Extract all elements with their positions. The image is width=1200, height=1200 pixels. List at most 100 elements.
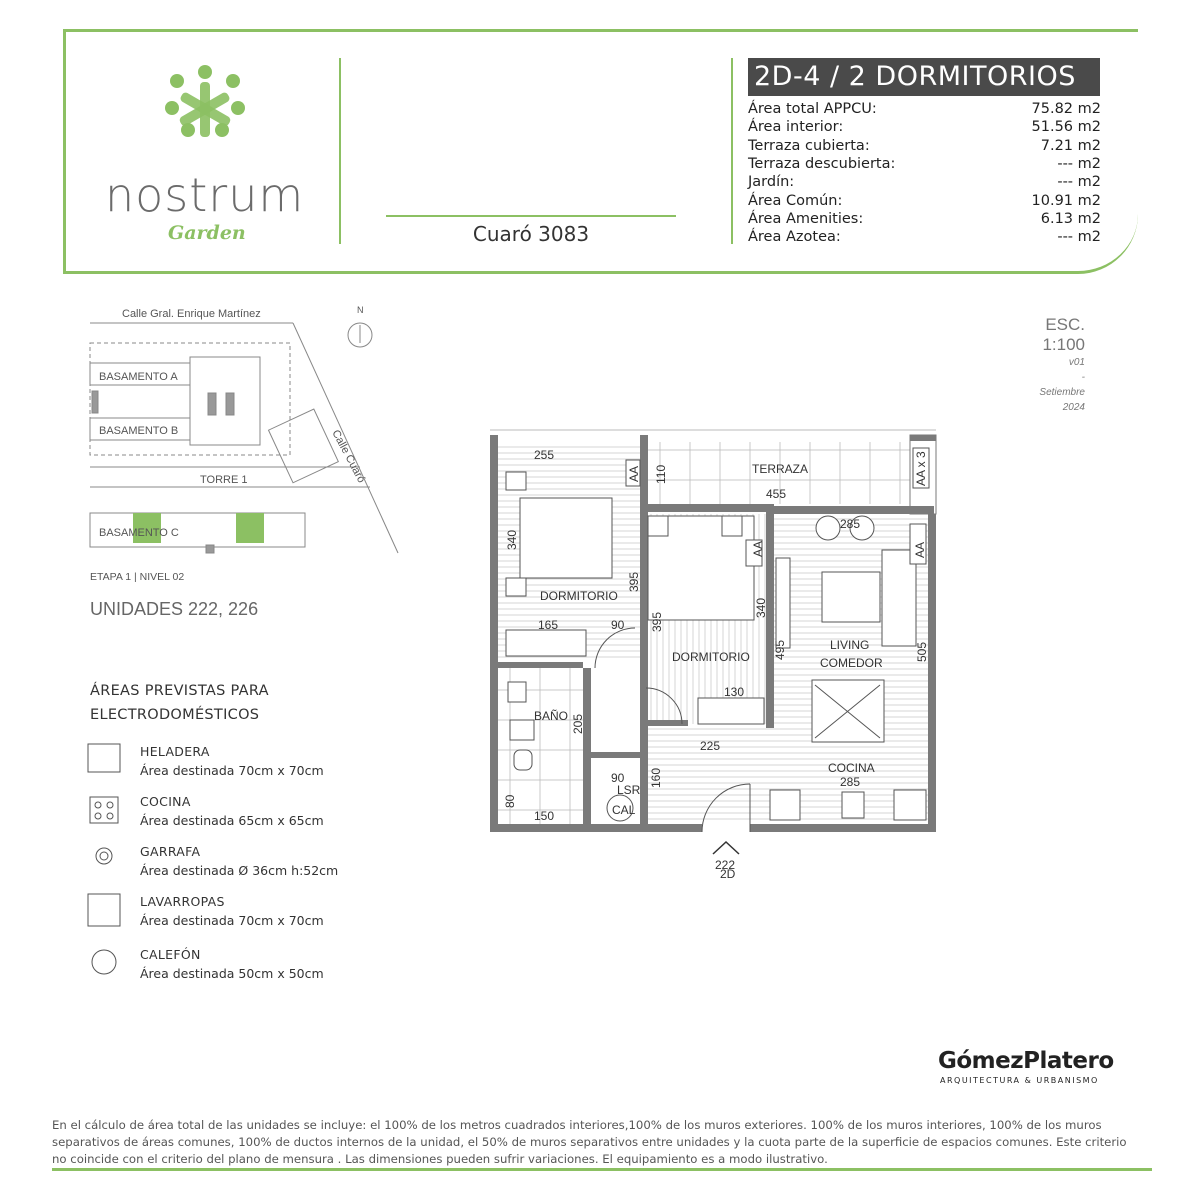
unit-title: 2D-4 / 2 DORMITORIOS xyxy=(748,58,1100,96)
dim-340: 340 xyxy=(754,598,768,618)
area-value: --- m2 xyxy=(1057,229,1101,246)
legend-item: GARRAFA Área destinada Ø 36cm h:52cm xyxy=(140,842,338,880)
dim-455: 455 xyxy=(766,487,786,501)
legend-item-desc: Área destinada 65cm x 65cm xyxy=(140,813,324,828)
area-label: Terraza descubierta: xyxy=(748,155,896,172)
legend-item-desc: Área destinada Ø 36cm h:52cm xyxy=(140,863,339,878)
legend-item-desc: Área destinada 50cm x 50cm xyxy=(140,966,324,981)
divider xyxy=(731,58,733,244)
footer-line xyxy=(52,1168,1152,1171)
heladera-icon xyxy=(87,743,121,773)
aax3-label: AA x 3 xyxy=(914,451,928,486)
legend-item: HELADERA Área destinada 70cm x 70cm xyxy=(140,742,324,780)
dim-160: 160 xyxy=(649,768,663,788)
disclaimer: En el cálculo de área total de las unida… xyxy=(52,1118,1127,1166)
area-label: Terraza cubierta: xyxy=(748,137,870,154)
dim-395: 395 xyxy=(627,572,641,592)
area-label: Área Amenities: xyxy=(748,210,864,227)
dim-90: 90 xyxy=(611,618,625,632)
basamento-b-label: BASAMENTO B xyxy=(99,425,179,437)
area-label: Área interior: xyxy=(748,119,844,136)
area-label: Área Común: xyxy=(748,192,843,209)
area-row: Área Azotea: --- m2 xyxy=(748,229,1101,247)
dim-505: 505 xyxy=(915,642,929,662)
legend-item-name: LAVARROPAS xyxy=(140,894,225,909)
area-value: --- m2 xyxy=(1057,174,1101,191)
area-value: 10.91 m2 xyxy=(1031,192,1101,209)
unit-number: 222 xyxy=(715,858,735,872)
area-label: Jardín: xyxy=(748,174,795,191)
scale-value: 1:100 xyxy=(1042,335,1085,354)
area-row: Área Común: 10.91 m2 xyxy=(748,193,1101,211)
dim-340: 340 xyxy=(505,530,519,550)
dim-130: 130 xyxy=(724,685,744,699)
legend-item-name: COCINA xyxy=(140,794,191,809)
aa-label: AA xyxy=(627,466,641,482)
unit-type: 2D xyxy=(720,867,736,881)
basamento-a-label: BASAMENTO A xyxy=(99,371,178,383)
area-value: 6.13 m2 xyxy=(1040,210,1101,227)
room-bano: BAÑO xyxy=(534,709,568,723)
entrance-arrow-icon xyxy=(712,840,740,855)
street-top-label: Calle Gral. Enrique Martínez xyxy=(122,308,261,320)
cal-label: CAL xyxy=(612,803,636,817)
dim-395: 395 xyxy=(650,612,664,632)
divider xyxy=(339,58,341,244)
room-cocina: COCINA xyxy=(828,761,875,775)
dim-255: 255 xyxy=(534,448,554,462)
dim-205: 205 xyxy=(571,714,585,734)
area-row: Área Amenities: 6.13 m2 xyxy=(748,211,1101,229)
legend-item-desc: Área destinada 70cm x 70cm xyxy=(140,763,324,778)
legend-item: COCINA Área destinada 65cm x 65cm xyxy=(140,792,324,830)
room-terraza: TERRAZA xyxy=(752,462,808,476)
legend-title: ÁREAS PREVISTAS PARA ELECTRODOMÉSTICOS xyxy=(90,679,269,727)
area-row: Área total APPCU: 75.82 m2 xyxy=(748,101,1101,119)
dim-165: 165 xyxy=(538,618,558,632)
legend-title-line2: ELECTRODOMÉSTICOS xyxy=(90,707,260,723)
room-dormitorio-1: DORMITORIO xyxy=(540,589,618,603)
scale-label: ESC. xyxy=(1045,315,1085,334)
brand-sub: Garden xyxy=(168,222,246,244)
area-row: Área interior:51.56 m2 xyxy=(748,119,1101,137)
room-comedor: COMEDOR xyxy=(820,656,883,670)
brand-name: nostrum xyxy=(105,168,305,222)
aa-label: AA xyxy=(913,542,927,558)
lsr-label: LSR xyxy=(617,783,641,797)
area-label: Área Azotea: xyxy=(748,229,841,246)
version-dash: - xyxy=(1081,372,1085,383)
legend-item-name: GARRAFA xyxy=(140,844,201,859)
dim-495: 495 xyxy=(773,640,787,660)
north-label: N xyxy=(357,305,364,315)
architect-logo: GómezPlatero xyxy=(938,1048,1114,1074)
scale-block: ESC. 1:100 v01 - Setiembre 2024 xyxy=(1039,315,1085,415)
etapa-label: ETAPA 1 | NIVEL 02 xyxy=(90,571,185,583)
area-row: Jardín: --- m2 xyxy=(748,174,1101,192)
legend-item-name: HELADERA xyxy=(140,744,210,759)
area-label: Área total APPCU: xyxy=(748,101,877,117)
version: v01 xyxy=(1068,357,1085,368)
date-month: Setiembre xyxy=(1039,387,1085,398)
header-frame xyxy=(63,29,1138,274)
floor-plan: TERRAZA DORMITORIO DORMITORIO LIVING COM… xyxy=(490,429,937,881)
calefon-icon xyxy=(91,949,117,975)
garrafa-icon xyxy=(95,847,113,865)
units-label: UNIDADES 222, 226 xyxy=(90,599,259,619)
site-plan xyxy=(89,322,399,554)
area-value: 75.82 m2 xyxy=(1031,101,1101,117)
area-row: Terraza cubierta:7.21 m2 xyxy=(748,138,1101,156)
room-living: LIVING xyxy=(830,638,869,652)
address: Cuaró 3083 xyxy=(472,222,590,246)
lavarropas-icon xyxy=(87,893,121,927)
dim-285: 285 xyxy=(840,517,860,531)
room-dormitorio-2: DORMITORIO xyxy=(672,650,750,664)
dim-90: 90 xyxy=(611,771,625,785)
cocina-icon xyxy=(89,796,119,824)
area-row: Terraza descubierta:--- m2 xyxy=(748,156,1101,174)
dim-150: 150 xyxy=(534,809,554,823)
basamento-c-label: BASAMENTO C xyxy=(99,527,179,539)
address-underline xyxy=(386,215,676,217)
torre-label: TORRE 1 xyxy=(200,474,248,486)
date-year: 2024 xyxy=(1062,402,1085,413)
